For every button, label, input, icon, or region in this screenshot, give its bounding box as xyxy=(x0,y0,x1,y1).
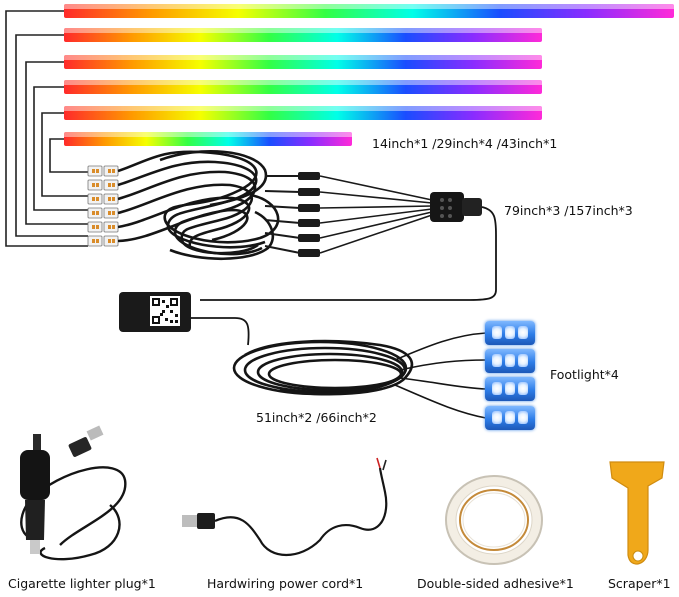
scraper-tool-icon xyxy=(609,461,665,565)
cable-lengths-label: 79inch*3 /157inch*3 xyxy=(504,203,633,218)
footlight-4 xyxy=(485,406,535,430)
hub-plugs xyxy=(264,172,433,257)
qr-code-controller-icon xyxy=(119,292,191,332)
footlight-cable-lengths-label: 51inch*2 /66inch*2 xyxy=(256,410,377,425)
adhesive-tape-roll-icon xyxy=(445,475,543,565)
footlight-1 xyxy=(485,321,535,345)
cable-coil-top xyxy=(117,150,280,261)
caption-adhesive: Double-sided adhesive*1 xyxy=(417,576,574,591)
caption-cigarette-lighter-plug: Cigarette lighter plug*1 xyxy=(8,576,156,591)
strip-lengths-label: 14inch*1 /29inch*4 /43inch*1 xyxy=(372,136,558,151)
led-strip-1 xyxy=(64,4,674,18)
footlight-label: Footlight*4 xyxy=(550,367,619,382)
hub-connector xyxy=(430,192,482,222)
led-strip-4 xyxy=(64,80,542,94)
footlight-leads xyxy=(394,332,487,419)
led-strip-3 xyxy=(64,55,542,69)
controller-to-footlight-cable xyxy=(191,317,250,346)
cigarette-lighter-plug-icon xyxy=(20,425,127,561)
power-cord-icon xyxy=(182,457,388,556)
caption-power-cord: Hardwiring power cord*1 xyxy=(207,576,364,591)
footlight-3 xyxy=(485,377,535,401)
strip-leads xyxy=(5,10,88,247)
led-strip-2 xyxy=(64,28,542,42)
hub-to-controller-cable xyxy=(200,206,497,301)
footlight-2 xyxy=(485,349,535,373)
cable-coil-bottom xyxy=(232,339,414,396)
caption-scraper: Scraper*1 xyxy=(608,576,671,591)
led-strip-5 xyxy=(64,106,542,120)
led-strip-6 xyxy=(64,132,352,146)
connector-pairs xyxy=(87,165,119,247)
